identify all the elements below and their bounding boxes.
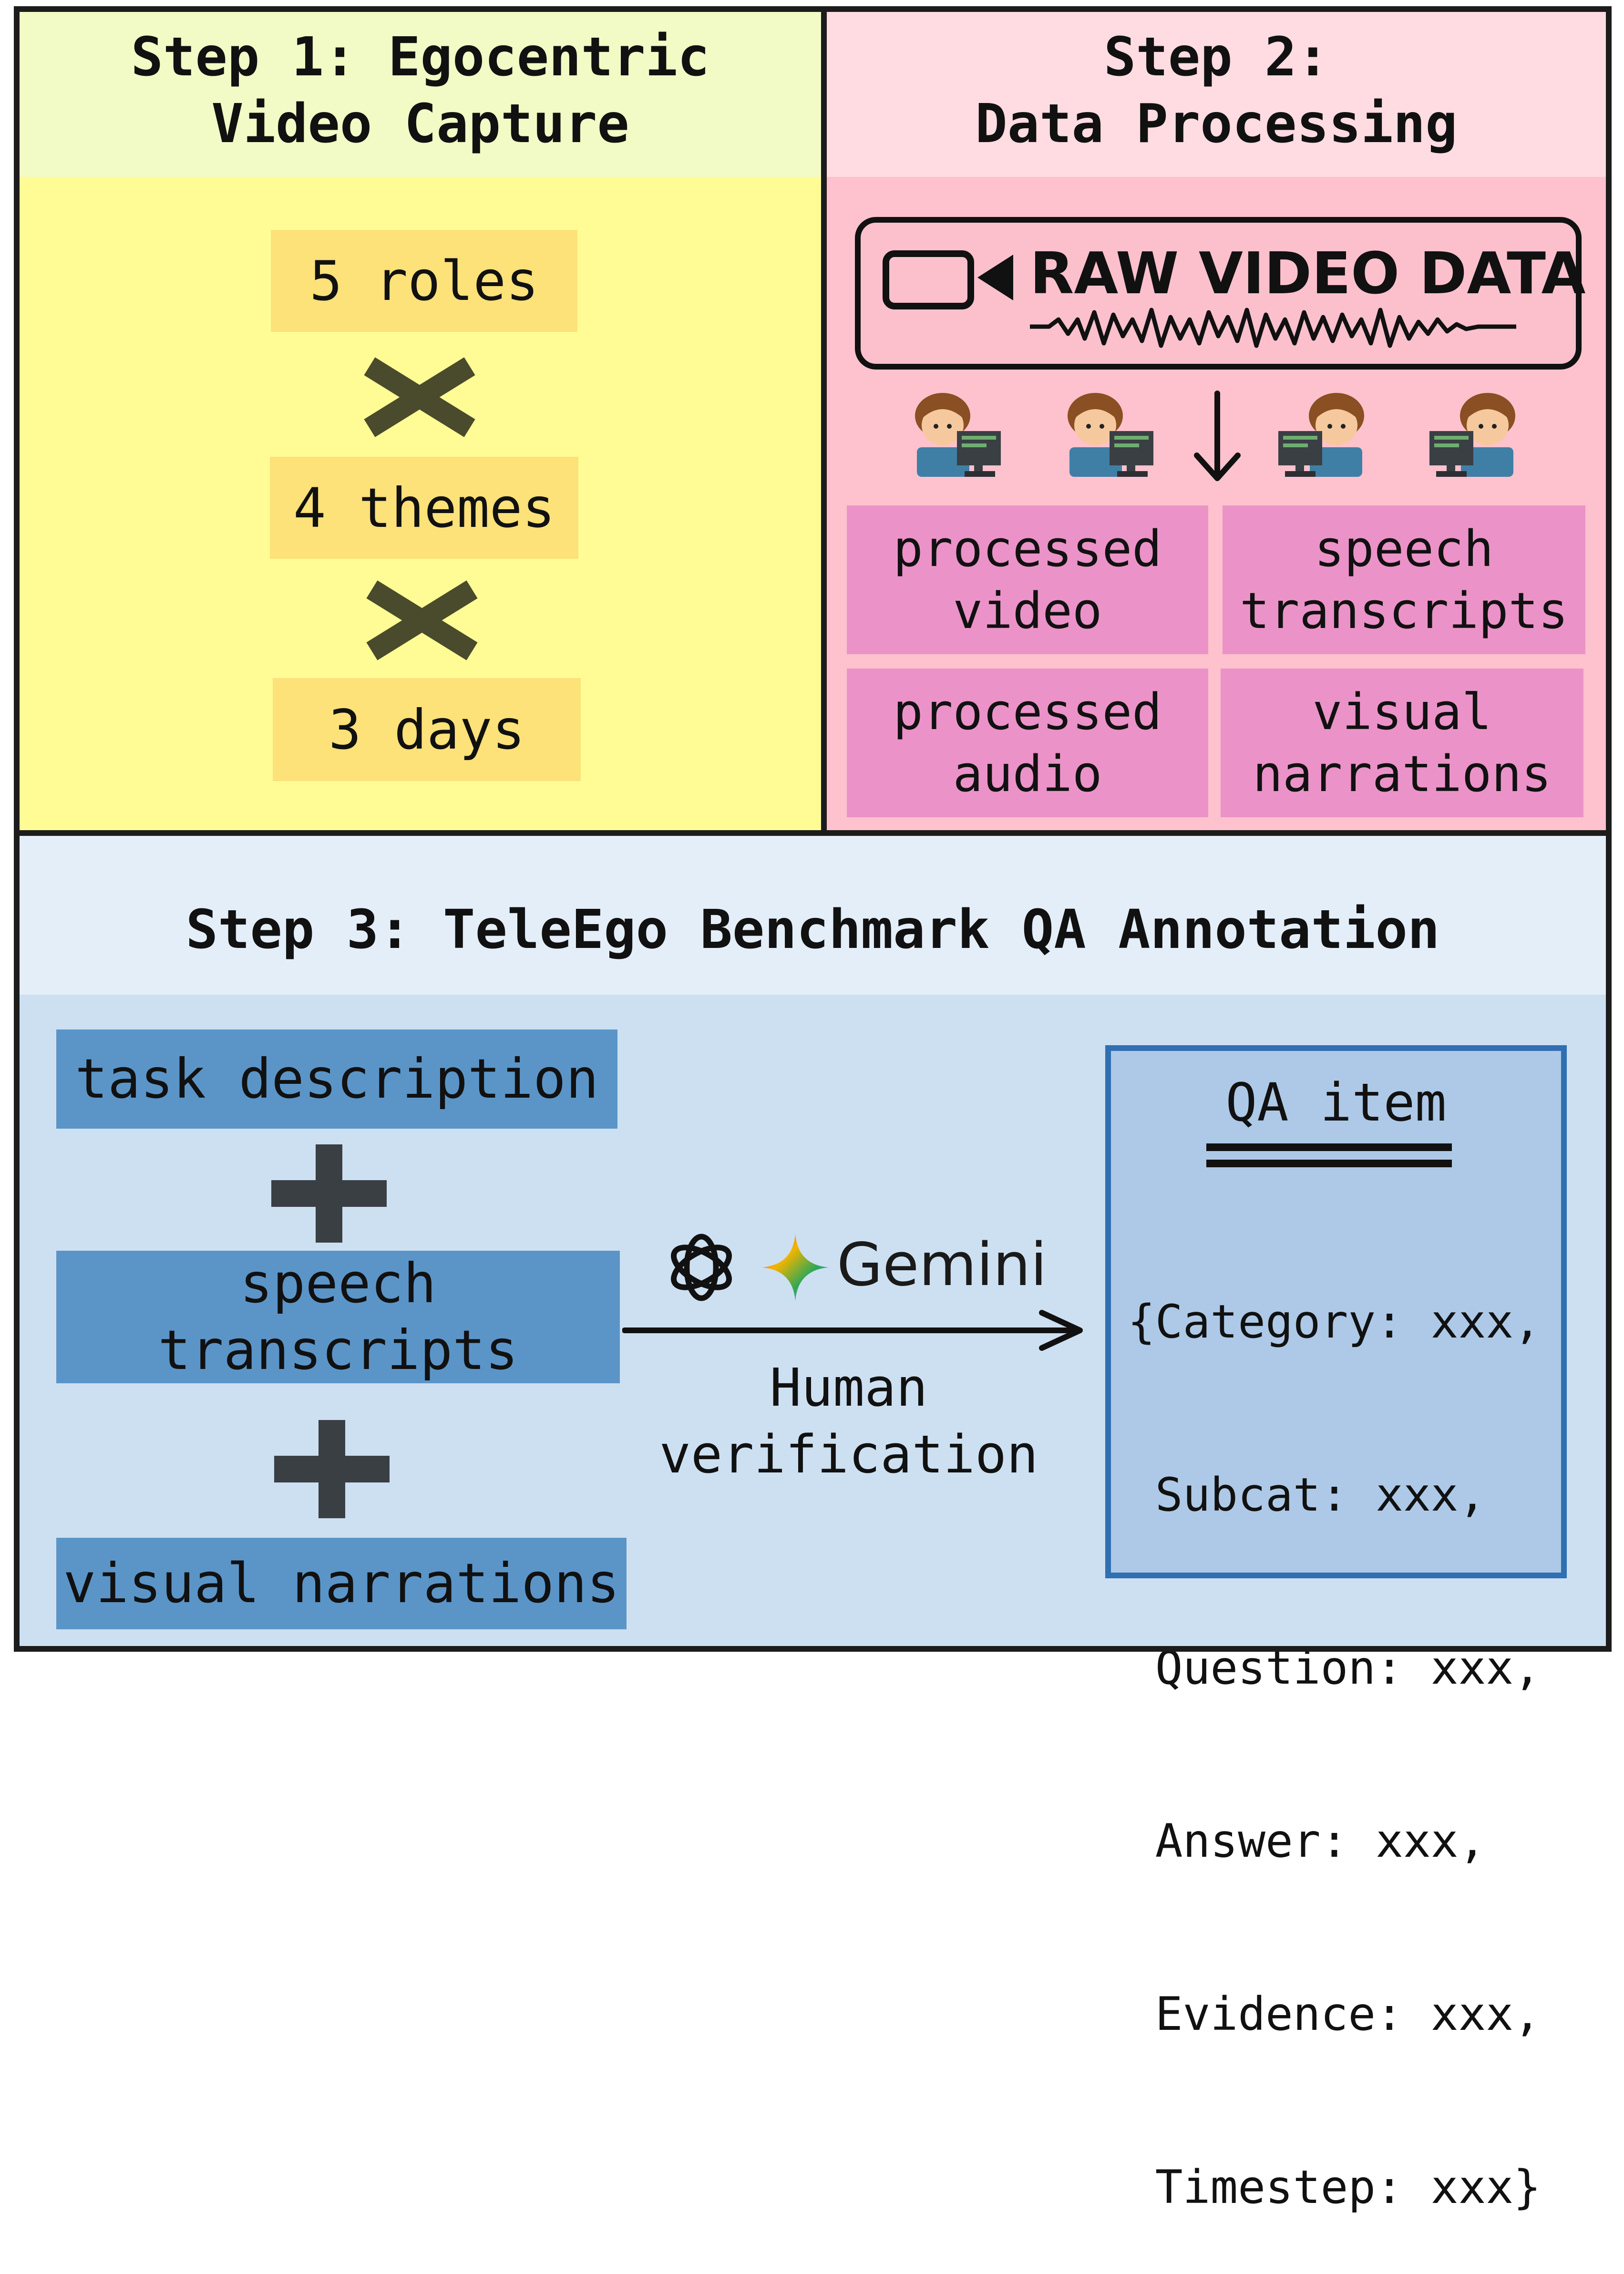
output-processed-video-line1: processed	[893, 520, 1162, 578]
step3-header-bg	[20, 836, 1606, 995]
camera-icon	[883, 250, 1013, 309]
right-arrow-icon	[622, 1310, 1083, 1351]
output-speech-transcripts-line1: speech	[1314, 520, 1494, 578]
step1-title-line1: Step 1: Egocentric	[131, 26, 710, 88]
output-processed-video: processed video	[847, 505, 1208, 654]
input-task-description: task description	[56, 1029, 617, 1129]
gemini-label: Gemini	[837, 1231, 1047, 1299]
input-speech-transcripts: speech transcripts	[56, 1251, 620, 1383]
qa-field-answer: Answer: xxx,	[1128, 1814, 1486, 1868]
output-speech-transcripts-line2: transcripts	[1240, 582, 1568, 640]
annotator-icon	[915, 393, 1001, 477]
human-verification-label: Human verification	[639, 1354, 1059, 1488]
input-speech-transcripts-line2: transcripts	[158, 1318, 518, 1382]
output-speech-transcripts: speech transcripts	[1223, 505, 1585, 654]
raw-video-box	[855, 217, 1582, 370]
down-arrow-icon	[1194, 391, 1241, 481]
annotator-icon	[1429, 393, 1515, 477]
output-visual-narrations-line2: narrations	[1253, 745, 1552, 803]
step1-item-days-label: 3 days	[329, 698, 525, 761]
input-visual-narrations: visual narrations	[56, 1538, 627, 1629]
output-processed-audio-line2: audio	[953, 745, 1102, 803]
step3-title: Step 3: TeleEgo Benchmark QA Annotation	[20, 896, 1606, 963]
times-icon	[366, 580, 478, 660]
step1-item-days: 3 days	[273, 678, 581, 781]
times-icon	[364, 357, 475, 437]
qa-field-category: {Category: xxx,	[1128, 1295, 1541, 1348]
step3-title-text: Step 3: TeleEgo Benchmark QA Annotation	[185, 899, 1440, 961]
step2-title-line1: Step 2:	[1103, 26, 1329, 88]
qa-item-title-text: QA item	[1225, 1072, 1447, 1133]
openai-logo-icon	[671, 1234, 732, 1301]
human-verification-line1: Human	[770, 1357, 928, 1418]
outer-frame	[14, 6, 1612, 1652]
input-task-description-label: task description	[75, 1047, 599, 1111]
qa-item-card	[1105, 1045, 1567, 1578]
output-visual-narrations-line1: visual	[1312, 683, 1492, 741]
qa-field-subcat: Subcat: xxx,	[1128, 1468, 1486, 1522]
waveform	[1030, 308, 1516, 348]
step2-title-line2: Data Processing	[975, 93, 1458, 155]
qa-field-evidence: Evidence: xxx,	[1128, 1987, 1541, 2041]
plus-icon	[271, 1144, 387, 1243]
output-visual-narrations: visual narrations	[1221, 669, 1583, 817]
vertical-divider	[821, 6, 827, 836]
step1-header-bg	[20, 12, 821, 177]
annotator-icon	[1068, 393, 1153, 477]
annotator-icon	[1278, 393, 1364, 477]
plus-icon	[274, 1420, 390, 1518]
qa-title-rule-2	[1206, 1160, 1452, 1167]
step1-title-line2: Video Capture	[211, 93, 629, 155]
output-processed-video-line2: video	[953, 582, 1102, 640]
step1-item-themes-label: 4 themes	[293, 476, 555, 540]
step1-title: Step 1: Egocentric Video Capture	[20, 24, 821, 157]
step1-item-roles-label: 5 roles	[309, 249, 539, 313]
raw-video-label: RAW VIDEO DATA	[1030, 241, 1586, 307]
output-processed-audio-line1: processed	[893, 683, 1162, 741]
qa-item-title: QA item	[1105, 1071, 1567, 1133]
input-speech-transcripts-line1: speech	[240, 1252, 436, 1315]
qa-field-timestep: Timestep: xxx}	[1128, 2161, 1541, 2214]
gemini-star-icon	[762, 1234, 829, 1301]
step2-title: Step 2: Data Processing	[827, 24, 1606, 157]
input-visual-narrations-label: visual narrations	[63, 1552, 620, 1615]
qa-title-rule-1	[1206, 1143, 1452, 1151]
human-verification-line2: verification	[659, 1424, 1038, 1485]
step2-header-bg	[827, 12, 1606, 177]
horizontal-divider	[14, 830, 1612, 836]
step1-item-roles: 5 roles	[271, 230, 577, 332]
step1-item-themes: 4 themes	[270, 457, 578, 559]
output-processed-audio: processed audio	[847, 669, 1208, 817]
